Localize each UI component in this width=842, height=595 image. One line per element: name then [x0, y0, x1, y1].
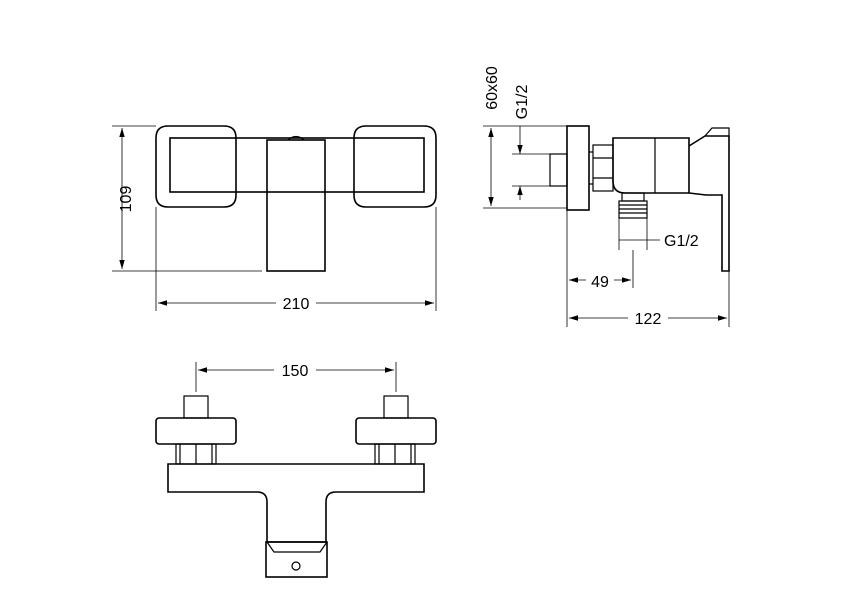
dimension-122: 122: [569, 271, 730, 328]
inlet-pipe: [549, 153, 568, 187]
left-inlet-top: [155, 395, 237, 465]
wall-flange: [566, 125, 590, 211]
mixer-body-side: [612, 137, 690, 194]
dimension-60x60: 60x60: [483, 66, 567, 209]
spout-top: [265, 541, 328, 578]
lever-handle-front: [266, 135, 326, 272]
dimension-inlet-thread: G1/2: [512, 85, 550, 200]
dimension-outlet-thread: G1/2: [618, 218, 699, 250]
dimension-49-label: 49: [591, 274, 609, 291]
right-escutcheon: [353, 125, 437, 208]
dimension-210-label: 210: [283, 296, 310, 313]
dimension-109-label: 109: [118, 186, 135, 213]
hex-nut-side: [589, 144, 614, 192]
inlet-thread-label: G1/2: [514, 85, 531, 120]
dimension-210: 210: [155, 207, 437, 313]
right-inlet-top: [355, 395, 437, 465]
front-view: 109 210: [112, 125, 437, 313]
left-escutcheon: [155, 125, 237, 208]
outlet-connector: [618, 192, 648, 219]
mixer-body-top: [167, 463, 425, 543]
dimension-60x60-label: 60x60: [484, 66, 501, 110]
top-view: 150: [155, 360, 437, 578]
outlet-thread-label: G1/2: [664, 233, 699, 250]
lever-handle-side: [688, 127, 730, 272]
side-view: 60x60 G1/2 G1/2 49: [483, 66, 730, 328]
dimension-109: 109: [112, 125, 262, 272]
dimension-49: 49: [566, 210, 634, 327]
dimension-150: 150: [195, 360, 397, 392]
dimension-150-label: 150: [282, 363, 309, 380]
mixer-body-front: [169, 137, 425, 193]
dimension-122-label: 122: [635, 311, 662, 328]
